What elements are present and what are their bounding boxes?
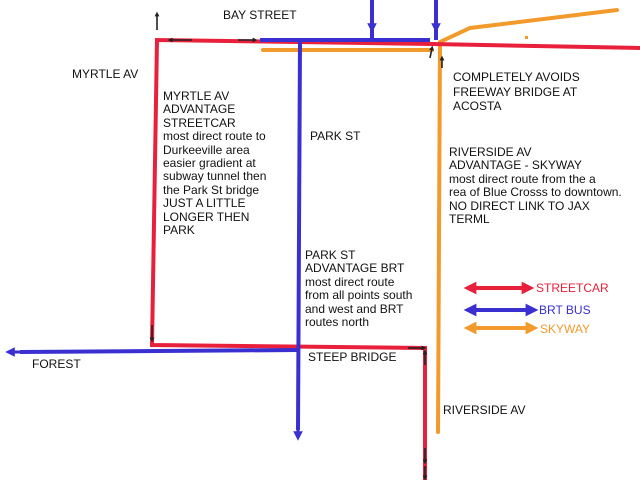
- skyway-route: [261, 8, 619, 434]
- skyway-riverside-segment: [436, 8, 619, 434]
- legend-streetcar-label: STREETCAR: [536, 281, 609, 295]
- park-note-line: PARK ST: [305, 248, 356, 262]
- riverside-advantage-note: RIVERSIDE AV ADVANTAGE - SKYWAY most dir…: [449, 145, 622, 227]
- streetcar-myrtle-segment: [149, 37, 640, 480]
- brt-park-street-segment: [296, 39, 302, 431]
- riverside-note-line: most direct route from the a: [449, 171, 596, 186]
- riverside-note-line: RIVERSIDE AV: [449, 145, 532, 159]
- myrtle-av-label: MYRTLE AV: [72, 67, 139, 81]
- park-note-line: from all points south: [305, 288, 413, 303]
- riverside-note-line: TERML: [449, 212, 490, 227]
- acosta-note-line: COMPLETELY AVOIDS: [453, 70, 580, 84]
- riverside-note-line: NO DIRECT LINK TO JAX: [449, 198, 590, 213]
- myrtle-note-line: LONGER THEN: [163, 209, 250, 224]
- riverside-note-line: rea of Blue Crosss to downtown.: [449, 185, 622, 200]
- legend-skyway-label: SKYWAY: [540, 322, 591, 336]
- brt-arrowheads: [5, 18, 441, 441]
- arrow-junction: [429, 45, 434, 59]
- park-note-line: routes north: [305, 315, 370, 330]
- myrtle-advantage-note: MYRTLE AV ADVANTAGE STREETCAR most direc…: [163, 89, 267, 238]
- skyway-station-dot: [525, 36, 528, 39]
- myrtle-note-line: the Park St bridge: [163, 182, 260, 197]
- myrtle-note-line: STREETCAR: [163, 115, 236, 130]
- map-legend: [463, 281, 539, 335]
- steep-bridge-label: STEEP BRIDGE: [308, 350, 397, 364]
- myrtle-note-line: most direct route to: [163, 129, 266, 144]
- myrtle-note-line: MYRTLE AV: [163, 89, 230, 103]
- myrtle-note-line: ADVANTAGE: [163, 102, 236, 117]
- acosta-note-line: ACOSTA: [453, 99, 502, 114]
- riverside-note-line: ADVANTAGE - SKYWAY: [449, 158, 582, 173]
- park-advantage-note: PARK ST ADVANTAGE BRT most direct route …: [305, 248, 413, 330]
- acosta-note: COMPLETELY AVOIDS FREEWAY BRIDGE AT ACOS…: [453, 70, 580, 114]
- brt-route: [19, 0, 438, 431]
- park-note-line: ADVANTAGE BRT: [305, 261, 405, 276]
- park-st-label: PARK ST: [310, 129, 361, 143]
- acosta-note-line: FREEWAY BRIDGE AT: [453, 84, 578, 99]
- myrtle-note-line: Durkeeville area: [163, 142, 250, 157]
- legend-brt-label: BRT BUS: [539, 303, 591, 317]
- brt-forest-segment: [19, 348, 299, 354]
- forest-label: FOREST: [32, 357, 81, 371]
- direction-arrows: [149, 11, 445, 480]
- park-note-line: and west and BRT: [305, 301, 404, 316]
- park-note-line: most direct route: [305, 274, 395, 289]
- myrtle-note-line: JUST A LITTLE: [163, 196, 246, 211]
- myrtle-note-line: easier gradient at: [163, 156, 256, 171]
- myrtle-note-line: subway tunnel then: [163, 169, 267, 184]
- riverside-av-label: RIVERSIDE AV: [443, 403, 526, 417]
- bay-street-label: BAY STREET: [223, 8, 297, 22]
- myrtle-note-line: PARK: [163, 223, 195, 238]
